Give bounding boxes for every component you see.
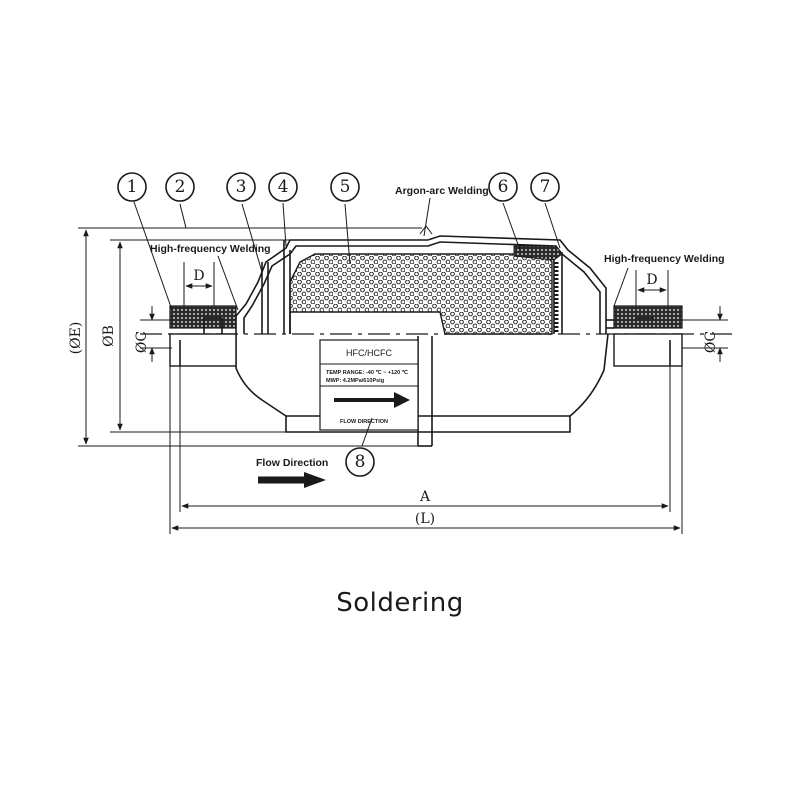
dimension-c-left-label: ØC — [134, 331, 150, 353]
dimension-e-label: (ØE) — [68, 322, 84, 355]
left-fitting — [169, 305, 237, 367]
callout-7: 7 — [530, 172, 560, 202]
svg-text:1: 1 — [127, 177, 138, 197]
svg-text:7: 7 — [540, 177, 551, 197]
svg-text:8: 8 — [355, 452, 366, 472]
shell-section — [235, 235, 607, 334]
svg-text:5: 5 — [340, 177, 351, 197]
nameplate: HFC/HCFC TEMP RANGE: -40 ℃ ~ +120 ℃ MWP:… — [319, 339, 419, 431]
dimension-a-label: A — [419, 489, 431, 505]
nameplate-flow: FLOW DIRECTION — [340, 419, 388, 425]
callout-leaders — [133, 201, 561, 447]
nameplate-pressure: MWP: 4.2MPa/610Psig — [326, 378, 384, 384]
callout-2: 2 — [165, 172, 195, 202]
dimension-l: (L) — [169, 366, 683, 534]
caption: Soldering — [336, 588, 464, 618]
dimension-c-right: ØC — [682, 306, 728, 362]
filter-body — [235, 333, 609, 447]
dimension-c-right-label: ØC — [703, 331, 719, 353]
dimension-c-left: ØC — [134, 306, 172, 362]
hf-weld-right-label: High-frequency Welding — [604, 253, 725, 265]
argon-weld-label: Argon-arc Welding — [395, 185, 489, 197]
nameplate-temp: TEMP RANGE: -40 ℃ ~ +120 ℃ — [326, 369, 409, 376]
dimension-d-left: D — [183, 262, 215, 306]
callout-3: 3 — [226, 172, 256, 202]
dimension-a: A — [179, 366, 671, 512]
svg-text:4: 4 — [278, 177, 289, 197]
nameplate-title: HFC/HCFC — [346, 348, 392, 358]
filter-screen — [513, 245, 563, 261]
callout-5: 5 — [330, 172, 360, 202]
flow-direction-label: Flow Direction — [256, 457, 328, 469]
hf-weld-left-label: High-frequency Welding — [150, 243, 271, 255]
svg-text:2: 2 — [175, 177, 186, 197]
flow-direction-arrow — [258, 472, 326, 488]
dimension-l-label: (L) — [415, 511, 435, 527]
callout-6: 6 — [488, 172, 518, 202]
dimension-d-right-label: D — [646, 272, 657, 288]
desiccant-core — [289, 253, 553, 335]
dimension-d-left-label: D — [193, 268, 204, 284]
svg-text:3: 3 — [236, 177, 247, 197]
callout-4: 4 — [268, 172, 298, 202]
callout-1: 1 — [117, 172, 147, 202]
dimension-d-right: D — [635, 270, 669, 306]
dimension-e: (ØE) — [68, 227, 422, 447]
dimension-b: ØB — [101, 239, 290, 433]
dimension-b-label: ØB — [101, 325, 117, 347]
callout-8: 8 — [345, 447, 375, 477]
svg-text:6: 6 — [498, 177, 509, 197]
right-fitting — [606, 305, 683, 367]
